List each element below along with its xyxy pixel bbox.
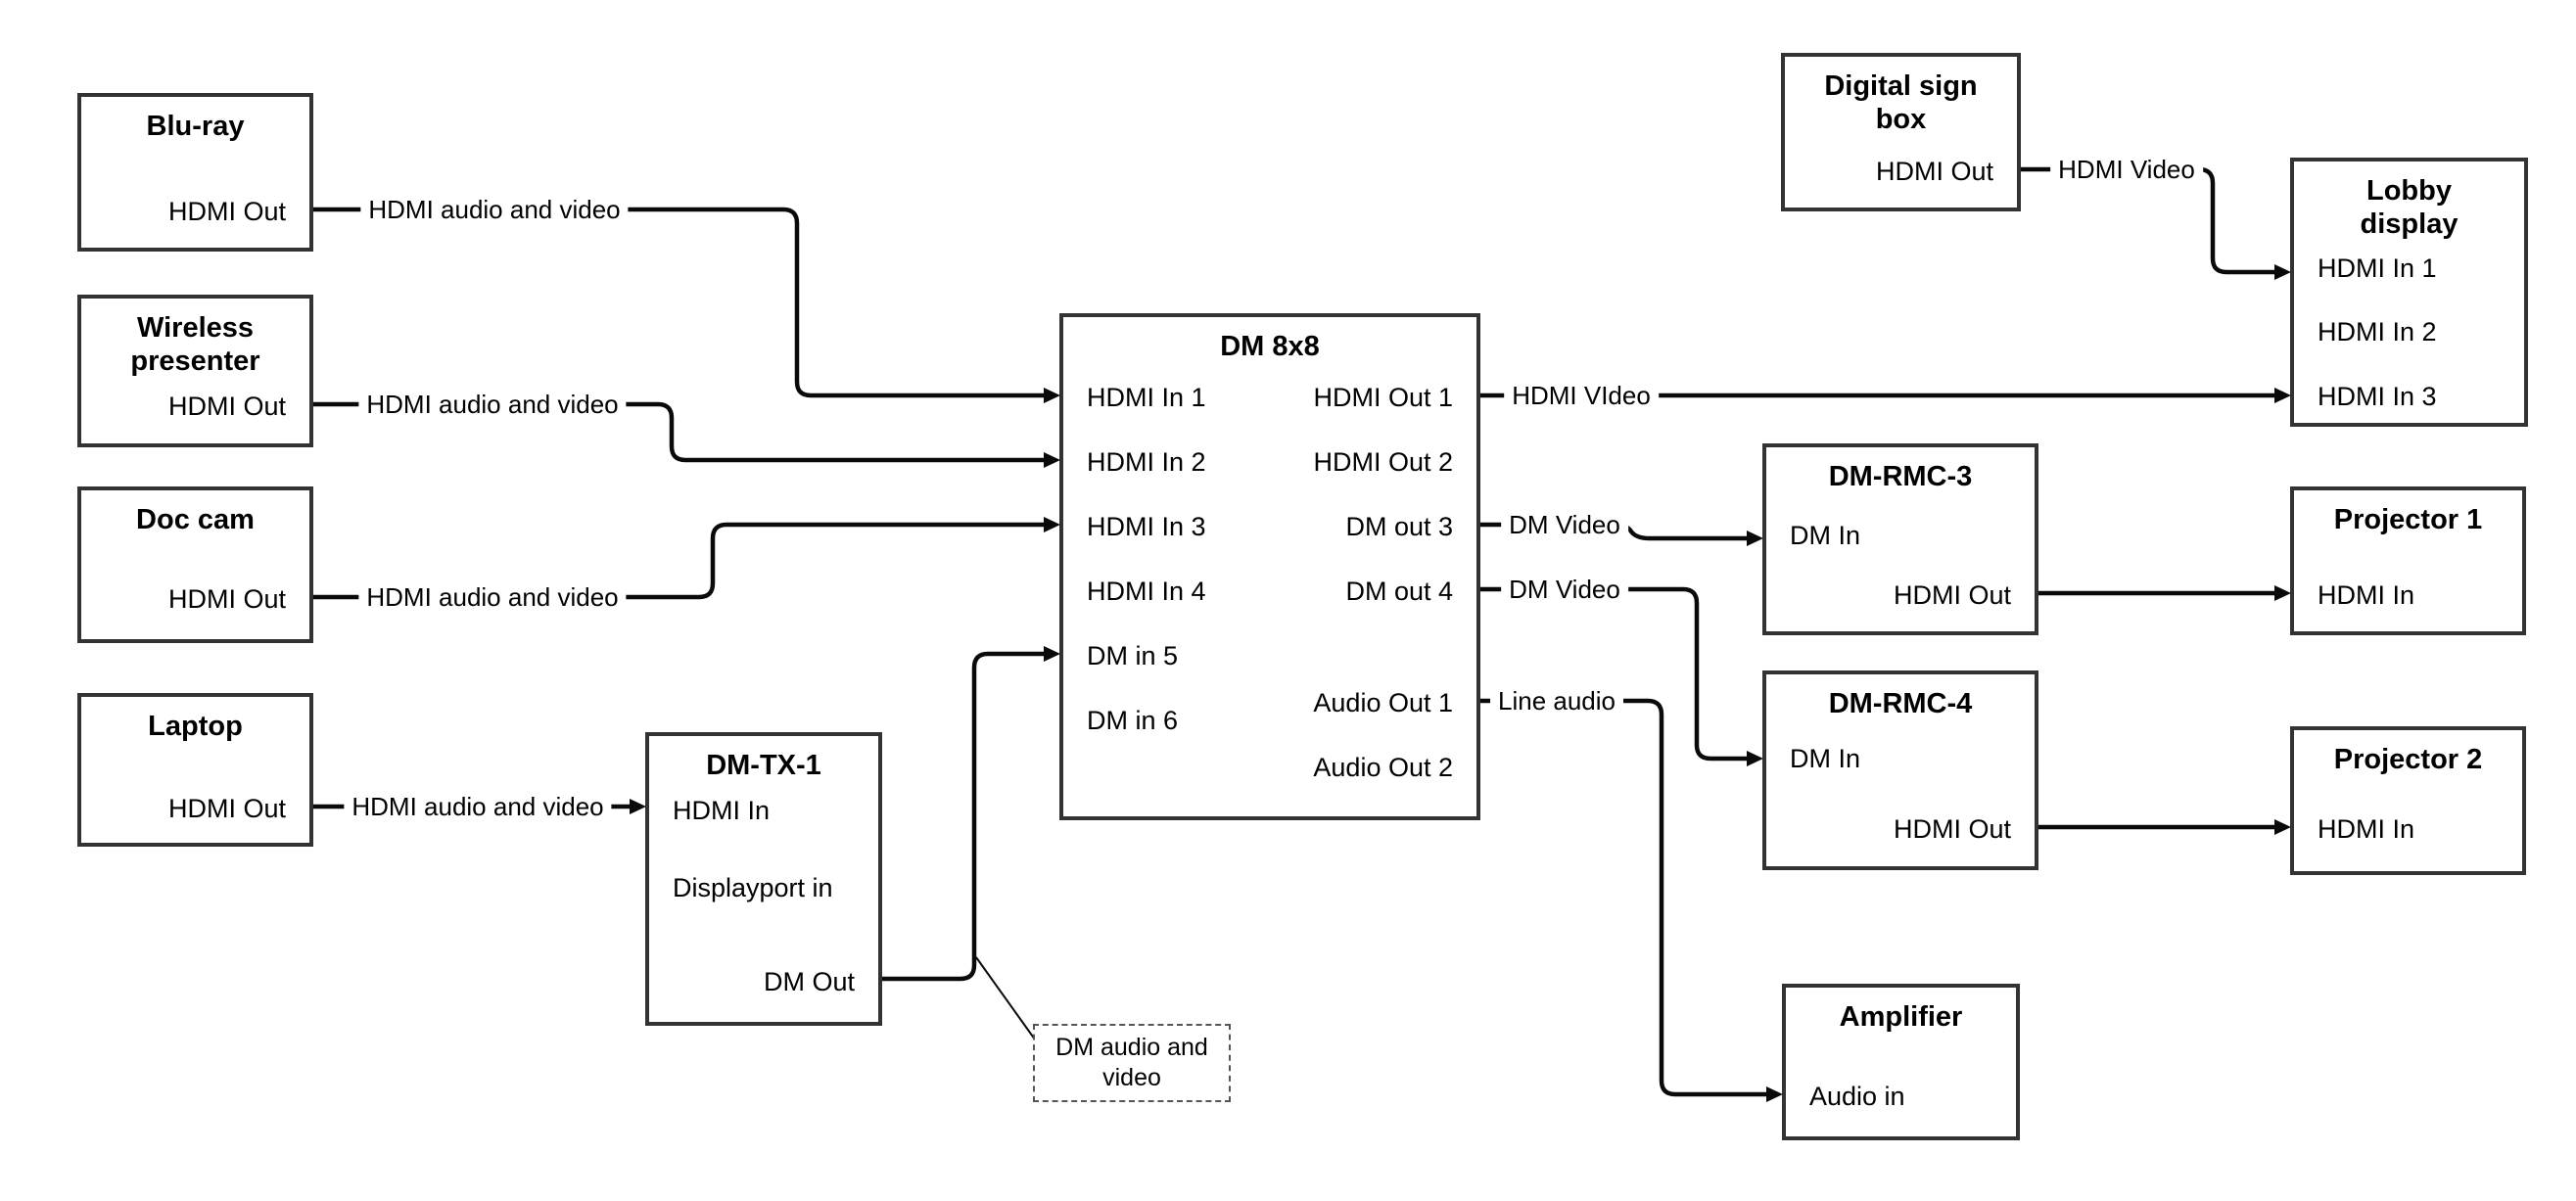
port-dm-8x8-hdmi-in-4: HDMI In 4 bbox=[1087, 577, 1206, 606]
port-dm-8x8-hdmi-in-1: HDMI In 1 bbox=[1087, 383, 1206, 412]
port-dm-8x8-hdmi-in-2: HDMI In 2 bbox=[1087, 447, 1206, 477]
port-projector-1-hdmi-in: HDMI In bbox=[2318, 580, 2415, 610]
port-dm-8x8-hdmi-out-2: HDMI Out 2 bbox=[1313, 447, 1453, 477]
box-projector-2: Projector 2 HDMI In bbox=[2290, 726, 2526, 875]
port-dm-8x8-dm-out-4: DM out 4 bbox=[1345, 577, 1453, 606]
port-lobby-display-hdmi-in-1: HDMI In 1 bbox=[2318, 254, 2437, 283]
wire-label-doccam-to-dm8x8-hdmi-in-3: HDMI audio and video bbox=[358, 581, 627, 613]
port-dm-rmc-3-dm-in: DM In bbox=[1790, 521, 1861, 550]
port-blu-ray-hdmi-out: HDMI Out bbox=[167, 197, 286, 226]
port-dm-8x8-audio-out-1: Audio Out 1 bbox=[1313, 688, 1453, 717]
port-projector-2-hdmi-in: HDMI In bbox=[2318, 814, 2415, 844]
wire-label-laptop-to-dmtx1-hdmi-in: HDMI audio and video bbox=[344, 791, 612, 822]
box-title-projector-2: Projector 2 bbox=[2333, 744, 2483, 775]
port-lobby-display-hdmi-in-3: HDMI In 3 bbox=[2318, 382, 2437, 411]
box-title-projector-1: Projector 1 bbox=[2333, 504, 2483, 535]
port-dm-8x8-dm-out-3: DM out 3 bbox=[1345, 512, 1453, 541]
wire-dm8x8-audio-out-1-to-amplifier bbox=[1480, 698, 1783, 1102]
port-dm-rmc-4-dm-in: DM In bbox=[1790, 744, 1861, 773]
port-dm-rmc-4-hdmi-out: HDMI Out bbox=[1893, 814, 2011, 844]
wire-label-wireless-to-dm8x8-hdmi-in-2: HDMI audio and video bbox=[358, 389, 627, 420]
callout-text: DM audio and video bbox=[1055, 1034, 1208, 1091]
box-title-dm-tx-1: DM-TX-1 bbox=[706, 750, 821, 781]
box-title-doc-cam: Doc cam bbox=[136, 504, 255, 535]
box-title-amplifier: Amplifier bbox=[1839, 1001, 1963, 1033]
port-dm-tx-1-hdmi-in: HDMI In bbox=[673, 796, 771, 825]
wire-label-dm8x8-hdmi-out-1-to-lobby-hdmi-in-3: HDMI VIdeo bbox=[1504, 380, 1659, 411]
wire-label-dm8x8-audio-out-1-to-amplifier: Line audio bbox=[1490, 685, 1623, 716]
port-lobby-display-hdmi-in-2: HDMI In 2 bbox=[2318, 317, 2437, 346]
box-title-lobby-display: Lobby display bbox=[2360, 175, 2459, 240]
port-amplifier-audio-in: Audio in bbox=[1809, 1082, 1905, 1111]
port-dm-8x8-hdmi-out-1: HDMI Out 1 bbox=[1313, 383, 1453, 412]
box-title-dm-8x8: DM 8x8 bbox=[1220, 331, 1320, 362]
port-doc-cam-hdmi-out: HDMI Out bbox=[167, 584, 286, 614]
port-dm-tx-1-dm-out: DM Out bbox=[763, 967, 855, 996]
port-dm-8x8-audio-out-2: Audio Out 2 bbox=[1313, 753, 1453, 782]
wire-label-dm8x8-dm-out-3-to-rmc3-dm-in: DM Video bbox=[1501, 509, 1628, 540]
box-dm-rmc-4: DM-RMC-4 DM In HDMI Out bbox=[1762, 670, 2038, 870]
wire-label-dm8x8-dm-out-4-to-rmc4-dm-in: DM Video bbox=[1501, 574, 1628, 605]
port-laptop-hdmi-out: HDMI Out bbox=[167, 794, 286, 823]
wire-bluray-to-dm8x8-hdmi-in-1 bbox=[313, 207, 1060, 403]
port-dm-8x8-dm-in-6: DM in 6 bbox=[1087, 706, 1179, 735]
box-dm-rmc-3: DM-RMC-3 DM In HDMI Out bbox=[1762, 443, 2038, 635]
box-title-dm-rmc-4: DM-RMC-4 bbox=[1828, 688, 1973, 719]
dm-audio-video-callout: DM audio and video bbox=[1033, 1024, 1231, 1102]
port-dm-8x8-hdmi-in-3: HDMI In 3 bbox=[1087, 512, 1206, 541]
port-dm-rmc-3-hdmi-out: HDMI Out bbox=[1893, 580, 2011, 610]
port-dm-tx-1-displayport-in: Displayport in bbox=[673, 873, 833, 902]
wire-label-digital-sign-to-lobby-hdmi-in-1: HDMI Video bbox=[2050, 154, 2203, 185]
box-title-digital-sign-box: Digital sign box bbox=[1824, 70, 1978, 135]
box-title-blu-ray: Blu-ray bbox=[146, 111, 245, 142]
box-title-laptop: Laptop bbox=[148, 711, 243, 742]
port-digital-sign-box-hdmi-out: HDMI Out bbox=[1875, 157, 1993, 186]
box-title-dm-rmc-3: DM-RMC-3 bbox=[1828, 461, 1973, 492]
box-projector-1: Projector 1 HDMI In bbox=[2290, 486, 2526, 635]
wire-dmtx1-dm-out-to-dm8x8-dm-in-5 bbox=[882, 646, 1060, 982]
port-dm-8x8-dm-in-5: DM in 5 bbox=[1087, 641, 1179, 670]
wire-callout-leader bbox=[975, 956, 1036, 1040]
wire-dm8x8-dm-out-4-to-rmc4-dm-in bbox=[1480, 586, 1763, 766]
box-title-wireless-presenter: Wireless presenter bbox=[130, 312, 260, 377]
wire-label-bluray-to-dm8x8-hdmi-in-1: HDMI audio and video bbox=[360, 194, 629, 225]
port-wireless-presenter-hdmi-out: HDMI Out bbox=[167, 392, 286, 421]
